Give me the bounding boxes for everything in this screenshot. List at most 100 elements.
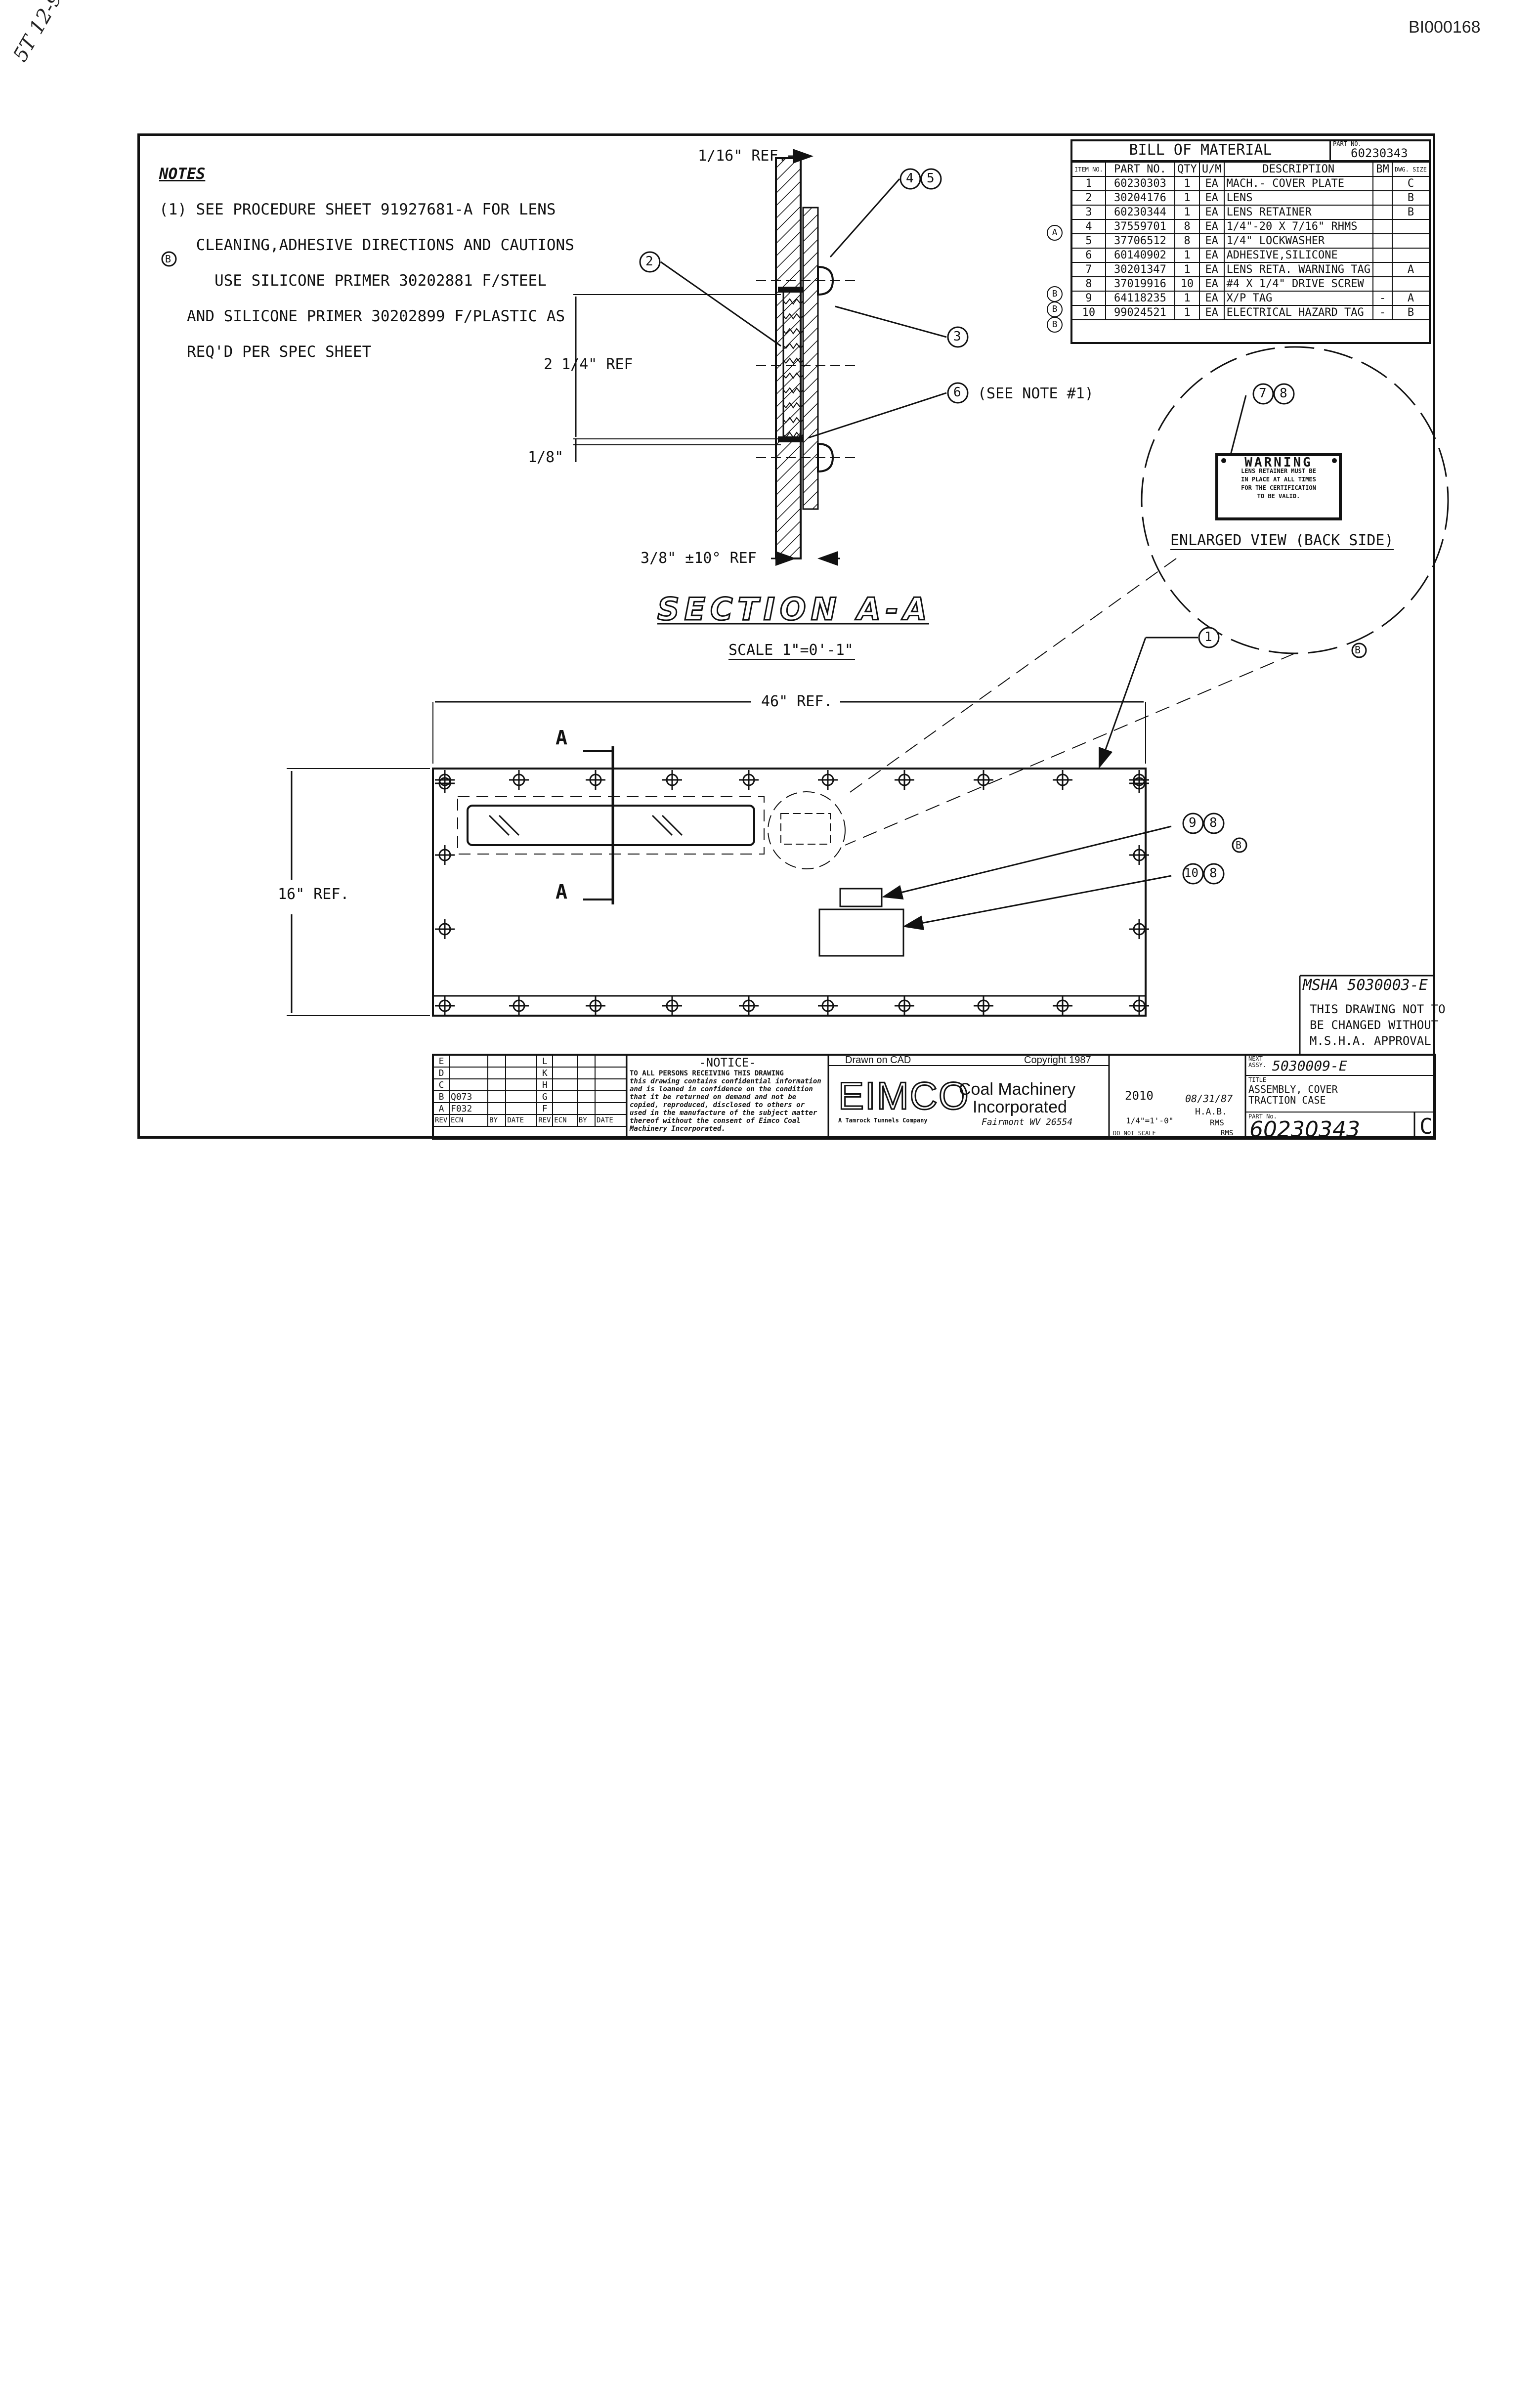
- drawing-sheet: [137, 133, 1435, 1139]
- bom-cell-desc: MACH.- COVER PLATE: [1223, 176, 1373, 191]
- bom-cell-qty: 1: [1174, 291, 1200, 306]
- rev-letter: D: [433, 1067, 450, 1079]
- part-no-label: PART No.: [1248, 1113, 1277, 1120]
- dim-3-8-ref: 3/8" ±10° REF: [641, 550, 757, 567]
- bom-cell-size: [1391, 248, 1430, 263]
- rev-letter: B: [433, 1090, 450, 1103]
- bom-cell-bm: [1372, 190, 1393, 206]
- bom-cell-item: 6: [1071, 248, 1106, 263]
- notice-title: -NOTICE-: [699, 1056, 756, 1070]
- bom-cell-um: EA: [1198, 233, 1225, 249]
- bom-cell-bm: [1372, 262, 1393, 277]
- rev-letter: A: [433, 1102, 450, 1115]
- bom-title: BILL OF MATERIAL: [1071, 140, 1331, 160]
- drawn-by: H.A.B.: [1195, 1107, 1228, 1117]
- rev-ecn: [552, 1055, 578, 1068]
- rev-footer-label: BY: [487, 1114, 507, 1127]
- rev-date: [505, 1067, 538, 1079]
- rev-letter: K: [536, 1067, 554, 1079]
- rev-footer-label: DATE: [505, 1114, 538, 1127]
- section-title: SECTION A-A: [657, 591, 932, 628]
- rev-by: [576, 1055, 596, 1068]
- rev-date: [595, 1067, 627, 1079]
- callout-10: 10: [1184, 866, 1198, 880]
- next-assy: 5030009-E: [1272, 1058, 1347, 1074]
- rev-by: [487, 1090, 507, 1103]
- do-not-scale: DO NOT SCALE: [1113, 1130, 1156, 1137]
- rev-ecn: [552, 1067, 578, 1079]
- rev-letter: E: [433, 1055, 450, 1068]
- rev-date: [505, 1055, 538, 1068]
- title-label: TITLE: [1248, 1076, 1267, 1083]
- notice-line: thereof without the consent of Eimco Coa…: [630, 1117, 801, 1125]
- bom-cell-qty: 1: [1174, 262, 1200, 277]
- rev-footer-label: BY: [576, 1114, 596, 1127]
- bom-cell-um: EA: [1198, 190, 1225, 206]
- note-line: AND SILICONE PRIMER 30202899 F/PLASTIC A…: [159, 307, 565, 325]
- msha-line: M.S.H.A. APPROVAL: [1310, 1034, 1431, 1048]
- warning-tag: WARNING LENS RETAINER MUST BE IN PLACE A…: [1217, 456, 1340, 501]
- checked-by: RMS: [1210, 1118, 1224, 1127]
- rev-letter: F: [536, 1102, 554, 1115]
- rev-footer-label: DATE: [595, 1114, 627, 1127]
- bom-cell-item: 4: [1071, 219, 1106, 234]
- bom-cell-um: EA: [1198, 262, 1225, 277]
- bom-cell-part: 30204176: [1105, 190, 1176, 206]
- notice-line: and is loaned in confidence on the condi…: [630, 1085, 813, 1093]
- callout-7: 7: [1259, 386, 1267, 401]
- bom-cell-desc: 1/4" LOCKWASHER: [1223, 233, 1373, 249]
- notes-title: NOTES: [159, 165, 206, 183]
- bom-header: PART NO.: [1105, 162, 1176, 177]
- callout-8: 8: [1280, 386, 1287, 401]
- rev-by: [487, 1067, 507, 1079]
- rev-date: [505, 1078, 538, 1091]
- bom-cell-desc: LENS RETAINER: [1223, 205, 1373, 220]
- warning-line: FOR THE CERTIFICATION: [1241, 484, 1316, 491]
- rev-b-note-marker: B: [165, 253, 171, 265]
- bom-header: DESCRIPTION: [1223, 162, 1373, 177]
- msha-code: MSHA 5030003-E: [1303, 977, 1428, 994]
- notice-line: TO ALL PERSONS RECEIVING THIS DRAWING: [630, 1070, 784, 1077]
- rev-letter: H: [536, 1078, 554, 1091]
- bom-header-row: ITEM NO. PART NO. QTY U/M DESCRIPTION BM…: [1071, 162, 1430, 177]
- notice-line: Machinery Incorporated.: [630, 1125, 726, 1133]
- note-line: (1) SEE PROCEDURE SHEET 91927681-A FOR L…: [159, 201, 556, 218]
- rev-by: [576, 1078, 596, 1091]
- callout-4: 4: [906, 171, 914, 186]
- approved-by: RMS: [1221, 1129, 1234, 1137]
- company-name: Coal Machinery Incorporated: [959, 1080, 1075, 1116]
- bom-grid: [1070, 139, 1431, 344]
- bom-header: DWG. SIZE: [1391, 162, 1430, 177]
- callout-2: 2: [645, 254, 653, 269]
- rev-b-marker: B: [1236, 839, 1242, 851]
- bom-cell-desc: LENS RETA. WARNING TAG: [1223, 262, 1373, 277]
- rev-date: [595, 1078, 627, 1091]
- bom-cell-item: 5: [1071, 233, 1106, 249]
- bom-table: ITEM NO. PART NO. QTY U/M DESCRIPTION BM…: [1071, 162, 1430, 320]
- callout-8: 8: [1209, 815, 1217, 830]
- bom-cell-item: 9: [1071, 291, 1106, 306]
- company-name-line: Incorporated: [973, 1098, 1067, 1116]
- bom-cell-size: A: [1391, 262, 1430, 277]
- rev-by: [576, 1102, 596, 1115]
- enlarged-view-label: ENLARGED VIEW (BACK SIDE): [1170, 532, 1394, 550]
- notice-line: used in the manufacture of the subject m…: [630, 1109, 817, 1117]
- bom-cell-desc: ELECTRICAL HAZARD TAG: [1223, 305, 1373, 320]
- document-id: BI000168: [1409, 18, 1481, 37]
- bom-cell-qty: 1: [1174, 248, 1200, 263]
- bom-cell-qty: 1: [1174, 190, 1200, 206]
- bom-cell-qty: 8: [1174, 219, 1200, 234]
- drawn-on-cad: Drawn on CAD: [845, 1055, 911, 1066]
- bom-cell-part: 99024521: [1105, 305, 1176, 320]
- rev-ecn: F032: [448, 1102, 489, 1115]
